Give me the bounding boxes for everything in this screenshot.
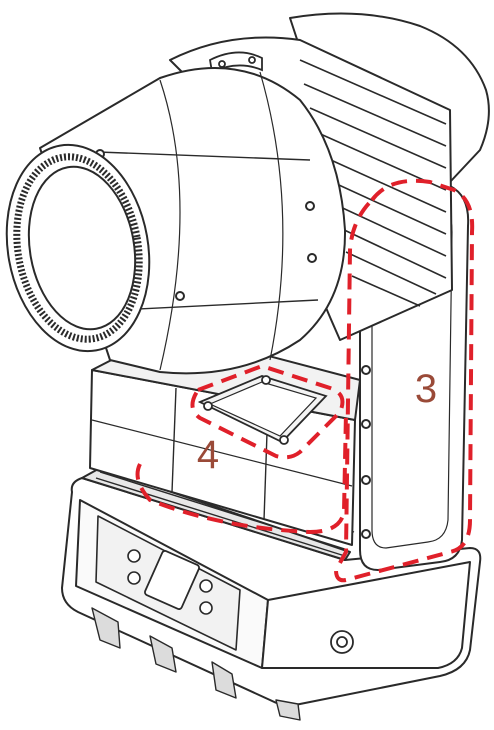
top-access-panel [197, 375, 328, 445]
callout-4-label: 4 [197, 433, 219, 477]
control-buttons [127, 549, 213, 615]
callout-4-lower-outline [135, 411, 348, 534]
button-icon [127, 549, 141, 563]
callout-4-outline [190, 364, 345, 460]
button-icon [199, 601, 213, 615]
button-icon [127, 571, 141, 585]
power-connector-icon [330, 630, 354, 654]
callout-3-outline [334, 178, 475, 583]
lcd-display [144, 550, 200, 610]
callout-3-label: 3 [415, 367, 437, 411]
button-icon [199, 579, 213, 593]
lens-ring [5, 143, 151, 353]
